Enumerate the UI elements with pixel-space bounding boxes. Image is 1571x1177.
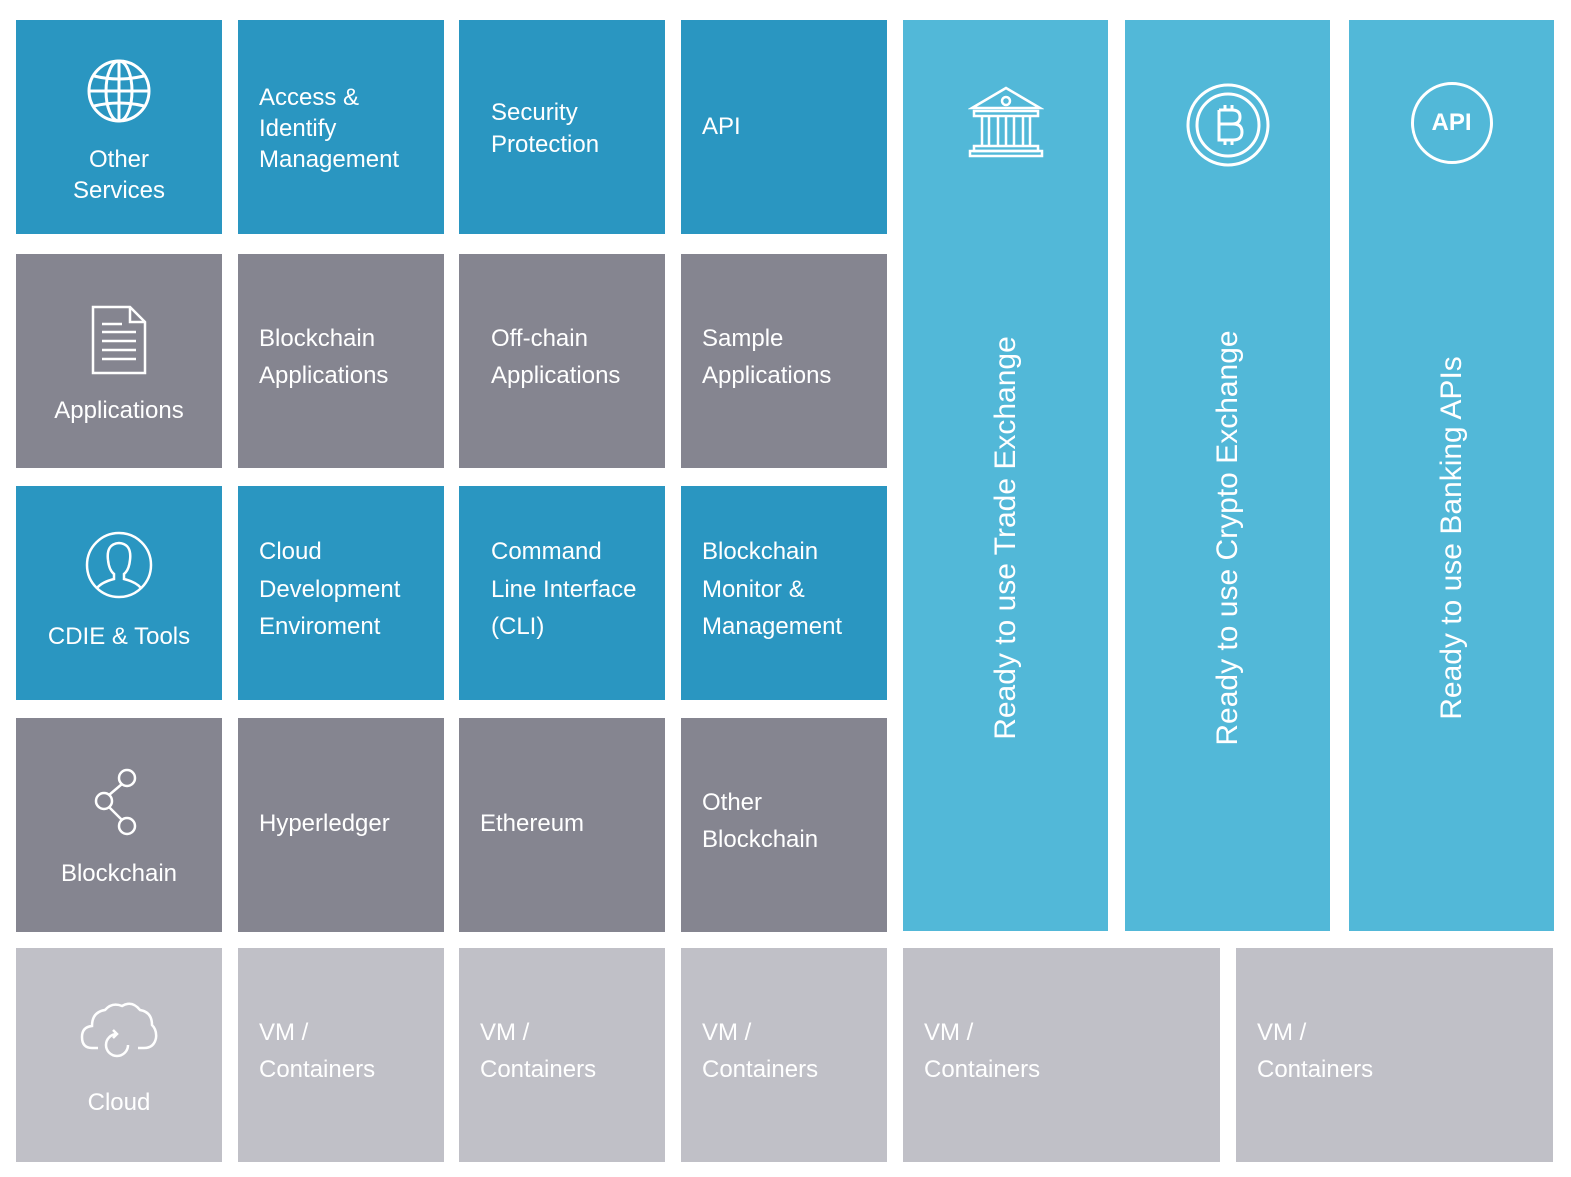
trade-exchange-label: Ready to use Trade Exchange: [988, 336, 1022, 740]
access-identify-tile: Access & Identify Management: [238, 20, 444, 234]
cloud-development-label: Cloud Development Enviroment: [259, 538, 401, 640]
banking-apis-column: API Ready to use Banking APIs: [1349, 20, 1554, 931]
hyperledger-tile: Hyperledger: [238, 718, 444, 932]
blockchain-label: Blockchain: [60, 860, 178, 887]
other-blockchain-label: Other Blockchain: [702, 789, 819, 853]
sample-applications-tile: Sample Applications: [681, 254, 887, 468]
cloud-tile: Cloud: [16, 948, 222, 1162]
cloud-development-tile: Cloud Development Enviroment: [238, 486, 444, 700]
blockchain-monitor-tile: Blockchain Monitor & Management: [681, 486, 887, 700]
api-icon-text: API: [1410, 82, 1493, 164]
cli-label: Command Line Interface (CLI): [491, 538, 637, 640]
bank-icon: [903, 84, 1108, 160]
hyperledger-label: Hyperledger: [259, 810, 390, 837]
blockchain-applications-tile: Blockchain Applications: [238, 254, 444, 468]
blockchain-tile: Blockchain: [16, 718, 222, 932]
banking-apis-label: Ready to use Banking APIs: [1434, 356, 1468, 720]
trade-exchange-column: Ready to use Trade Exchange: [903, 20, 1108, 931]
api-icon: API: [1349, 82, 1554, 164]
vm-containers-label-4: VM / Containers: [924, 1019, 1041, 1083]
other-services-tile: Other Services: [16, 20, 222, 234]
security-protection-tile: Security Protection: [459, 20, 665, 234]
vm-containers-label-1: VM / Containers: [259, 1019, 376, 1083]
offchain-applications-label: Off-chain Applications: [491, 325, 621, 389]
cloud-icon: [16, 1000, 222, 1060]
sample-applications-label: Sample Applications: [702, 325, 832, 389]
offchain-applications-tile: Off-chain Applications: [459, 254, 665, 468]
vm-containers-tile-3: VM / Containers: [681, 948, 887, 1162]
blockchain-monitor-label: Blockchain Monitor & Management: [702, 538, 843, 640]
user-icon: [16, 530, 222, 600]
globe-icon: [16, 58, 222, 124]
crypto-exchange-column: Ready to use Crypto Exchange: [1125, 20, 1330, 931]
crypto-exchange-label: Ready to use Crypto Exchange: [1210, 330, 1244, 746]
blockchain-applications-label: Blockchain Applications: [259, 325, 389, 389]
vm-containers-label-3: VM / Containers: [702, 1019, 819, 1083]
ethereum-label: Ethereum: [480, 810, 585, 837]
security-protection-label: Security Protection: [491, 99, 600, 158]
vm-containers-tile-4: VM / Containers: [903, 948, 1220, 1162]
share-icon: [16, 768, 222, 838]
cloud-label: Cloud: [87, 1089, 151, 1116]
other-services-label: Other Services: [72, 146, 166, 204]
vm-containers-tile-5: VM / Containers: [1236, 948, 1553, 1162]
other-blockchain-tile: Other Blockchain: [681, 718, 887, 932]
applications-tile: Applications: [16, 254, 222, 468]
access-identify-label: Access & Identify Management: [259, 84, 400, 173]
vm-containers-label-2: VM / Containers: [480, 1019, 597, 1083]
document-icon: [16, 304, 222, 376]
cli-tile: Command Line Interface (CLI): [459, 486, 665, 700]
bitcoin-icon: [1125, 82, 1330, 168]
vm-containers-tile-1: VM / Containers: [238, 948, 444, 1162]
api-tile: API: [681, 20, 887, 234]
api-label: API: [702, 113, 741, 140]
vm-containers-label-5: VM / Containers: [1257, 1019, 1374, 1083]
cdie-tools-label: CDIE & Tools: [47, 623, 191, 650]
vm-containers-tile-2: VM / Containers: [459, 948, 665, 1162]
applications-label: Applications: [54, 397, 184, 424]
ethereum-tile: Ethereum: [459, 718, 665, 932]
cdie-tools-tile: CDIE & Tools: [16, 486, 222, 700]
